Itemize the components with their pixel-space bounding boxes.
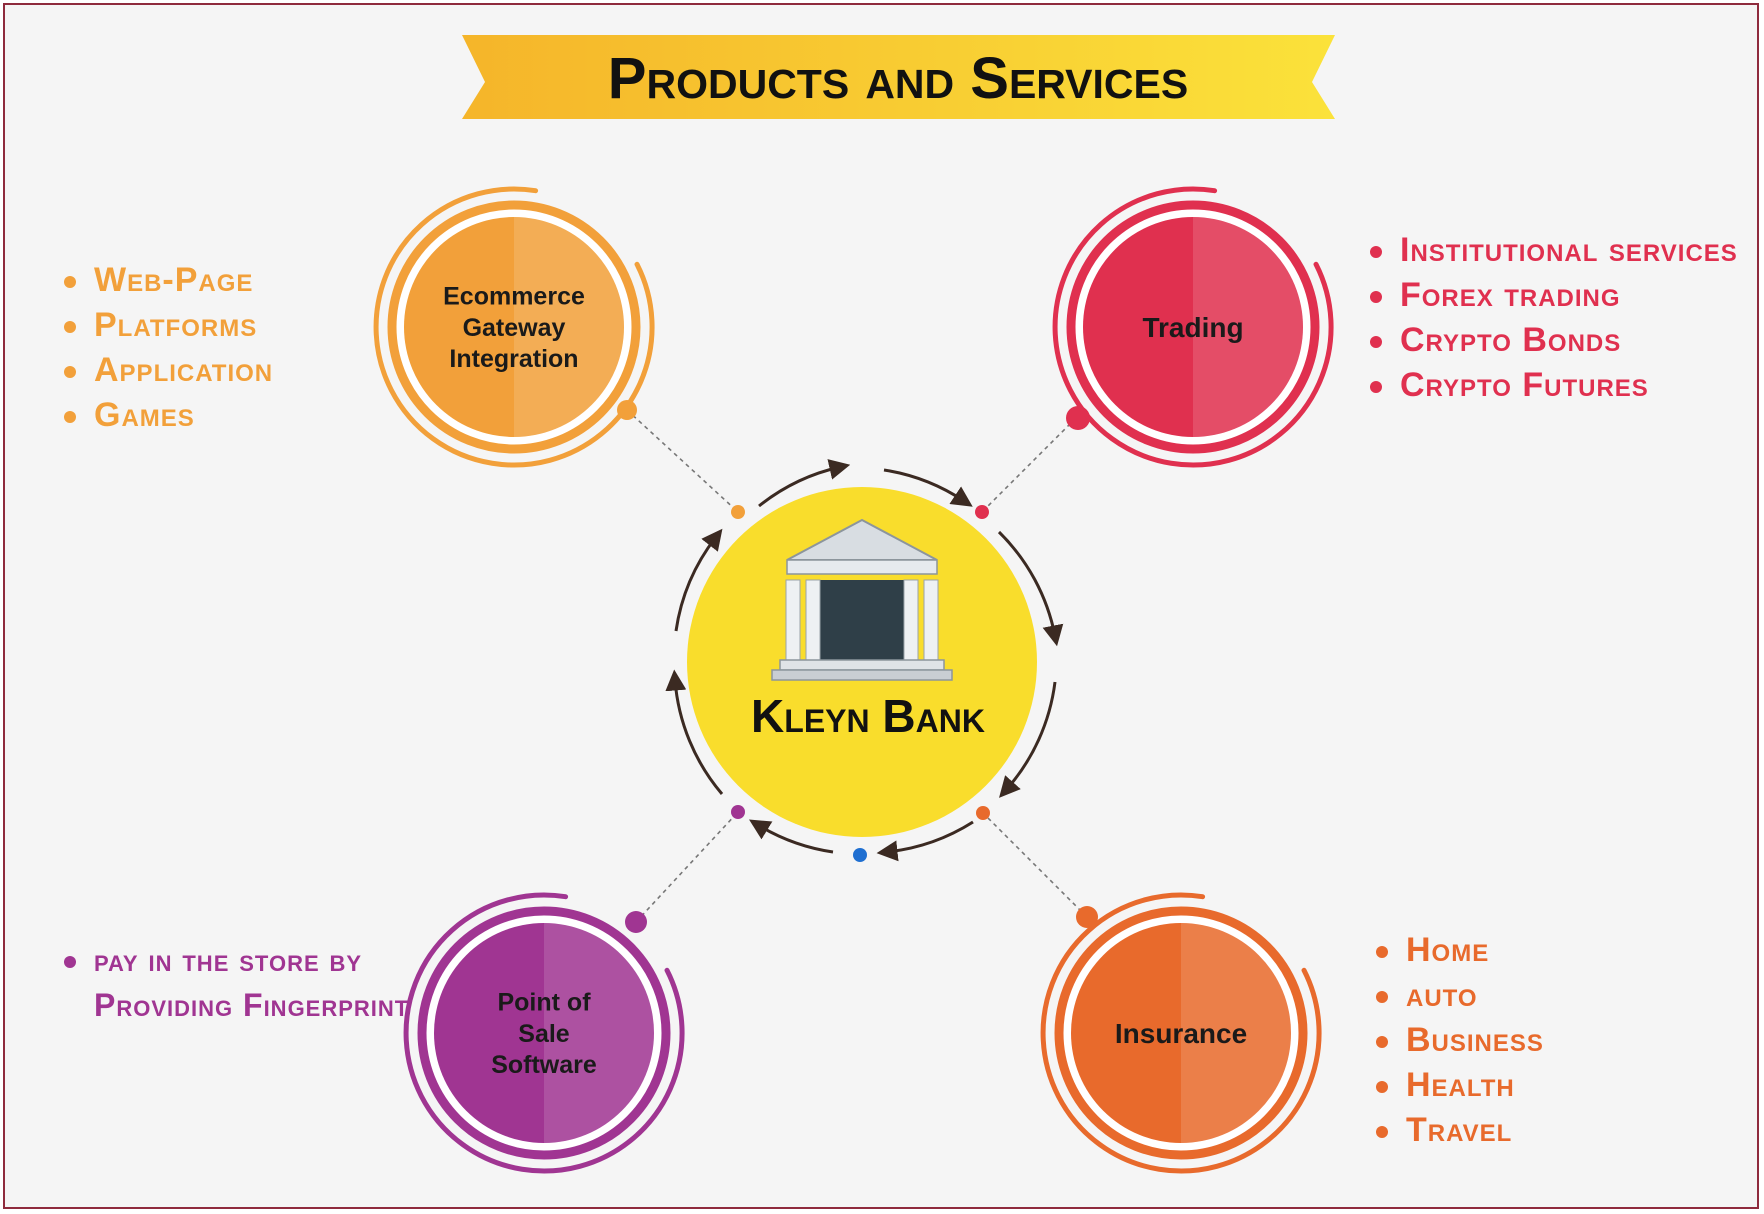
cycle-arrow-bottom-left xyxy=(749,819,834,854)
connector-insurance xyxy=(982,812,1088,918)
connector-dot-pos-inner xyxy=(731,805,745,819)
ecommerce-highlight xyxy=(514,217,624,437)
ecommerce-bullet-item: Web-Page xyxy=(60,258,273,303)
pos-circle xyxy=(434,923,654,1143)
pos-bullet-list: pay in the store by Providing Fingerprin… xyxy=(60,938,420,1028)
cycle-arrow-top-left xyxy=(758,459,851,508)
service-node-insurance: Insurance xyxy=(1040,892,1322,1174)
trading-highlight xyxy=(1193,217,1303,437)
cycle-arrow-left-lower xyxy=(665,669,724,795)
page-title: Products and Services xyxy=(608,46,1188,111)
insurance-bullet-item: auto xyxy=(1372,973,1544,1018)
connector-dot-insurance-inner xyxy=(976,806,990,820)
trading-bullet-item: Crypto Bonds xyxy=(1366,318,1738,363)
connector-ecommerce xyxy=(626,409,739,513)
cycle-arrow-right-lower xyxy=(999,681,1057,798)
connector-lines xyxy=(626,409,1088,923)
insurance-highlight xyxy=(1181,923,1291,1143)
connector-trading xyxy=(981,417,1077,513)
cycle-arrow-bottom-right xyxy=(876,820,974,862)
trading-bullet-item: Institutional services xyxy=(1366,228,1738,273)
insurance-bullet-item: Health xyxy=(1372,1063,1544,1108)
insurance-label-line: Insurance xyxy=(1115,1018,1247,1049)
center-hub: Kleyn Bank xyxy=(665,459,1064,862)
ecommerce-label-line: Integration xyxy=(449,345,578,373)
connector-dot-pos-outer xyxy=(625,911,647,933)
ecommerce-circle xyxy=(404,217,624,437)
bank-building-icon xyxy=(771,518,953,681)
connector-dot-insurance-outer xyxy=(1076,906,1098,928)
pos-label-line: Software xyxy=(491,1051,597,1079)
insurance-bullet-item: Travel xyxy=(1372,1108,1544,1153)
trading-bullet-item: Crypto Futures xyxy=(1366,363,1738,408)
trading-label-line: Trading xyxy=(1142,312,1243,343)
ecommerce-bullet-item: Games xyxy=(60,393,273,438)
connector-pos xyxy=(635,811,739,923)
pos-bullet-item: pay in the store by Providing Fingerprin… xyxy=(60,938,420,1028)
ecommerce-bullet-item: Platforms xyxy=(60,303,273,348)
connector-dot-bottom xyxy=(853,848,867,862)
insurance-circle xyxy=(1071,923,1291,1143)
ecommerce-label-line: Gateway xyxy=(463,314,566,342)
trading-circle xyxy=(1083,217,1303,437)
ecommerce-label-line: Ecommerce xyxy=(443,283,585,311)
insurance-bullet-item: Home xyxy=(1372,928,1544,973)
pos-outer-arc xyxy=(403,892,685,1174)
trading-bullet-item: Forex trading xyxy=(1366,273,1738,318)
connector-dot-ecommerce-inner xyxy=(731,505,745,519)
title-banner: Products and Services xyxy=(462,35,1335,119)
pos-highlight xyxy=(544,923,654,1143)
pos-label-line: Point of xyxy=(497,989,591,1017)
service-node-trading: Trading xyxy=(1052,186,1334,468)
insurance-outer-arc xyxy=(1040,892,1322,1174)
cycle-arrow-right-upper xyxy=(997,530,1064,647)
ecommerce-bullet-item: Application xyxy=(60,348,273,393)
ecommerce-outer-arc xyxy=(373,186,655,468)
cycle-arrow-left-upper xyxy=(674,528,723,632)
connector-dot-trading-inner xyxy=(975,505,989,519)
trading-outer-arc xyxy=(1052,186,1334,468)
insurance-bullet-item: Business xyxy=(1372,1018,1544,1063)
cycle-arrow-top-right xyxy=(883,468,973,507)
pos-label-line: Sale xyxy=(518,1020,570,1048)
center-label: Kleyn Bank xyxy=(751,690,985,742)
